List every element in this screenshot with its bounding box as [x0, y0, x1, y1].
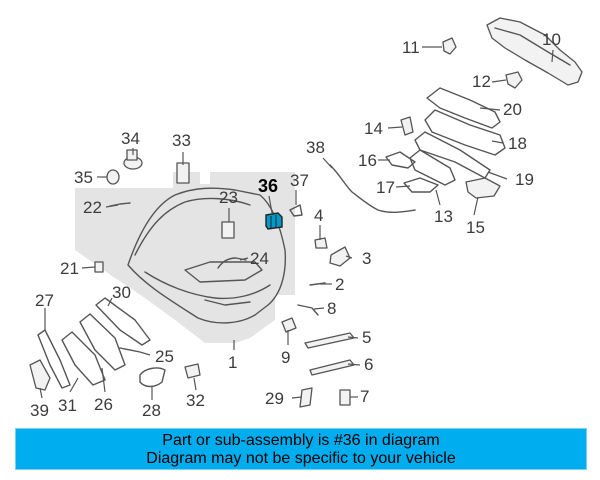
- grille-30: [95, 297, 151, 346]
- callout-38: 38: [306, 138, 325, 157]
- bumper-cover: [127, 187, 287, 324]
- callout-25: 25: [155, 347, 174, 366]
- plug-21: [94, 261, 104, 273]
- callout-3: 3: [362, 249, 371, 268]
- molding-6: [309, 359, 355, 376]
- trim-13: [409, 149, 456, 186]
- callout-26: 26: [94, 395, 113, 414]
- bracket-33: [176, 162, 190, 184]
- plate-39: [29, 359, 51, 391]
- callout-15: 15: [466, 218, 485, 237]
- bracket-16: [385, 151, 416, 169]
- callout-16: 16: [358, 151, 377, 170]
- bracket-17: [403, 177, 439, 193]
- callout-13: 13: [434, 207, 453, 226]
- callout-27: 27: [35, 291, 54, 310]
- clip-8: [297, 304, 319, 316]
- grille-26: [79, 313, 126, 371]
- parking-sensor-34: [123, 149, 143, 170]
- callout-19: 19: [515, 170, 534, 189]
- trim-25: [119, 347, 141, 353]
- sensor-ring-35: [106, 169, 120, 185]
- parts-diagram: 1 2 3 4 5 6 7 8 9 10 11 12 13 14 15 16 1…: [29, 17, 583, 420]
- callout-20: 20: [503, 100, 522, 119]
- callout-9: 9: [281, 348, 290, 367]
- callout-29: 29: [265, 389, 284, 408]
- callout-36-highlighted: 36: [258, 176, 278, 196]
- bumper-reinforcement: [486, 17, 583, 86]
- callout-32: 32: [186, 391, 205, 410]
- banner-line-2: Diagram may not be specific to your vehi…: [146, 450, 456, 467]
- fog-cover-28: [139, 367, 166, 388]
- fog-lamp-32: [184, 363, 201, 379]
- callout-11: 11: [402, 38, 420, 57]
- bracket-3: [329, 246, 351, 267]
- wiring-harness: [329, 164, 416, 213]
- highlighted-part-36: [265, 212, 283, 230]
- callout-18: 18: [508, 134, 527, 153]
- absorber-20: [426, 87, 501, 129]
- callout-labels: 1 2 3 4 5 6 7 8 9 10 11 12 13 14 15 16 1…: [30, 30, 561, 420]
- callout-6: 6: [364, 355, 373, 374]
- banner-line-1: Part or sub-assembly is #36 in diagram: [162, 432, 440, 449]
- callout-7: 7: [360, 387, 369, 406]
- hose-24: [217, 257, 247, 269]
- callout-1: 1: [228, 353, 237, 372]
- callout-23: 23: [219, 188, 238, 207]
- cover-29: [299, 387, 313, 408]
- callout-31: 31: [58, 396, 77, 415]
- callout-14: 14: [364, 119, 383, 138]
- callout-2: 2: [335, 275, 344, 294]
- trim-19: [414, 131, 491, 179]
- bolt-7: [339, 389, 351, 406]
- callout-37: 37: [290, 171, 309, 190]
- callout-22: 22: [83, 198, 102, 217]
- bracket-12: [505, 71, 523, 89]
- callout-4: 4: [314, 206, 323, 225]
- callout-30: 30: [112, 283, 131, 302]
- clip-37: [289, 204, 303, 217]
- callout-21: 21: [60, 259, 79, 278]
- grille-31: [61, 331, 106, 386]
- callout-5: 5: [362, 328, 371, 347]
- callout-8: 8: [327, 299, 336, 318]
- leader-lines: [39, 46, 554, 400]
- callout-12: 12: [472, 72, 491, 91]
- bolt-4: [314, 237, 328, 249]
- callout-35: 35: [74, 168, 93, 187]
- callout-17: 17: [376, 178, 395, 197]
- bumper-cover-region: [75, 172, 295, 343]
- bracket-14: [400, 116, 414, 136]
- bolt-2: [309, 282, 326, 286]
- callout-33: 33: [172, 131, 191, 150]
- part-9: [281, 317, 297, 333]
- cover-15: [465, 177, 501, 199]
- info-banner: Part or sub-assembly is #36 in diagram D…: [15, 428, 587, 470]
- callout-34: 34: [121, 129, 140, 148]
- callout-10: 10: [542, 30, 561, 49]
- callout-28: 28: [142, 401, 161, 420]
- molding-5: [304, 332, 355, 349]
- callout-39: 39: [30, 401, 49, 420]
- callout-24: 24: [250, 249, 269, 268]
- bracket-23: [221, 221, 235, 239]
- grille-frame-18: [424, 109, 506, 156]
- bracket-11: [442, 37, 457, 55]
